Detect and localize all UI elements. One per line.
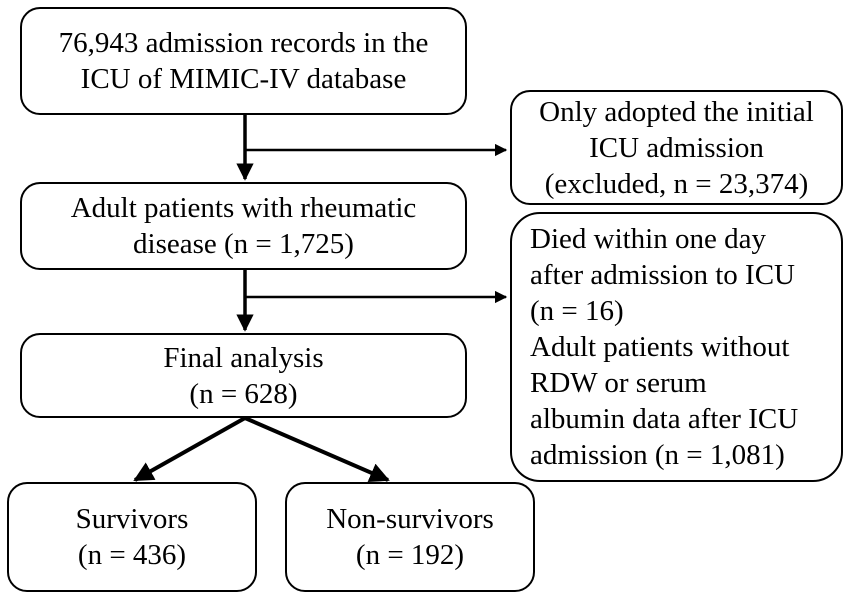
box-final-analysis-line-2: (n = 628)	[189, 377, 298, 410]
box-adult-rheumatic-line-2: disease (n = 1,725)	[133, 228, 354, 260]
box-exclusion-died-or-missing-line-3: (n = 16)	[530, 295, 624, 327]
box-exclusion-died-or-missing-line-5: RDW or serum	[530, 367, 707, 399]
box-exclusion-died-or-missing: Died within one day after admission to I…	[510, 212, 843, 482]
box-non-survivors: Non-survivors (n = 192)	[285, 482, 535, 592]
box-survivors-line-1: Survivors	[75, 503, 189, 535]
box-admission-records-line-2: ICU of MIMIC-IV database	[80, 63, 407, 95]
box-exclusion-initial-admission-line-2: ICU admission	[589, 131, 764, 164]
box-exclusion-initial-admission-line-3: (excluded, n = 23,374)	[544, 167, 809, 200]
box-exclusion-died-or-missing-line-1: Died within one day	[530, 223, 766, 255]
box-survivors: Survivors (n = 436)	[7, 482, 257, 592]
box-non-survivors-line-1: Non-survivors	[326, 503, 494, 535]
arrow-final-to-non-survivors	[244, 416, 390, 483]
box-admission-records: 76,943 admission records in the ICU of M…	[20, 7, 467, 115]
box-survivors-line-2: (n = 436)	[77, 539, 187, 571]
box-final-analysis-line-1: Final analysis	[163, 341, 324, 374]
box-adult-rheumatic-line-1: Adult patients with rheumatic	[70, 192, 417, 224]
box-exclusion-initial-admission: Only adopted the initial ICU admission (…	[510, 90, 843, 205]
box-exclusion-died-or-missing-line-4: Adult patients without	[530, 331, 790, 363]
arrow-final-to-survivors	[133, 416, 246, 482]
box-exclusion-initial-admission-line-1: Only adopted the initial	[539, 95, 814, 128]
box-admission-records-line-1: 76,943 admission records in the	[58, 27, 429, 59]
box-exclusion-died-or-missing-line-7: admission (n = 1,081)	[530, 439, 785, 471]
box-adult-rheumatic: Adult patients with rheumatic disease (n…	[20, 182, 467, 270]
box-exclusion-died-or-missing-line-6: albumin data after ICU	[530, 403, 799, 435]
box-non-survivors-line-2: (n = 192)	[355, 539, 465, 571]
box-exclusion-died-or-missing-line-2: after admission to ICU	[530, 259, 795, 291]
box-final-analysis: Final analysis (n = 628)	[20, 333, 467, 418]
